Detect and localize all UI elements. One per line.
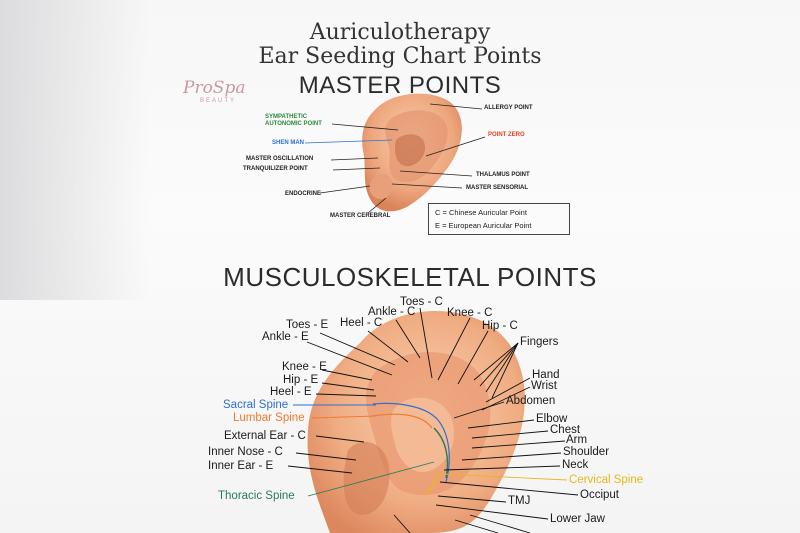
- cervical-spine-curve: [425, 471, 441, 495]
- lumbar-leader: [311, 415, 377, 419]
- label-occiput: Occiput: [580, 489, 619, 501]
- label-abdomen: Abdomen: [506, 395, 556, 407]
- label-sacral-spine: Sacral Spine: [223, 399, 289, 411]
- label-toes-e: Toes - E: [286, 319, 329, 331]
- chart-title-line2: Ear Seeding Chart Points: [258, 44, 542, 69]
- label-master-oscillation: MASTER OSCILLATION: [246, 156, 314, 162]
- musculoskeletal-heading: MUSCULOSKELETAL POINTS: [223, 262, 597, 292]
- label-hand: Hand: [532, 369, 560, 381]
- sacral-spine-curve: [372, 402, 450, 483]
- legend-box: C = Chinese Auricular Point E = European…: [428, 203, 570, 235]
- label-arm: Arm: [566, 434, 588, 446]
- shen-men-line: [304, 139, 393, 144]
- label-heel-c: Heel - C: [340, 317, 383, 329]
- label-ankle-c: Ankle - C: [368, 306, 416, 318]
- label-sympathetic-1: SYMPATHETIC: [265, 114, 308, 120]
- musculo-leader-lines: [287, 307, 579, 533]
- label-point-zero: POINT ZERO: [488, 132, 525, 138]
- legend-european: E = European Auricular Point: [435, 221, 532, 230]
- brand-logo-subtext: BEAUTY: [200, 98, 237, 104]
- label-hip-e: Hip - E: [283, 374, 319, 386]
- label-tmj: TMJ: [508, 495, 531, 507]
- label-thoracic-spine: Thoracic Spine: [218, 490, 295, 502]
- label-lumbar-spine: Lumbar Spine: [233, 412, 305, 424]
- cervical-leader: [441, 473, 568, 481]
- legend-chinese: C = Chinese Auricular Point: [435, 208, 527, 217]
- label-knee-e: Knee - E: [282, 361, 327, 373]
- chart-title-line1: Auriculotherapy: [309, 20, 491, 45]
- label-allergy-point: ALLERGY POINT: [484, 105, 533, 111]
- label-knee-c: Knee - C: [447, 307, 493, 319]
- label-master-sensorial: MASTER SENSORIAL: [466, 185, 529, 191]
- label-hip-c: Hip - C: [482, 320, 518, 332]
- thoracic-spine-curve: [433, 427, 449, 479]
- label-wrist: Wrist: [531, 380, 557, 392]
- thoracic-leader: [307, 461, 435, 497]
- label-cervical-spine: Cervical Spine: [569, 474, 644, 486]
- musculoskeletal-ear: [307, 310, 525, 533]
- label-endocrine: ENDOCRINE: [285, 191, 322, 197]
- label-fingers: Fingers: [520, 336, 559, 348]
- master-leader-lines: [319, 103, 486, 214]
- label-master-cerebral: MASTER CEREBRAL: [330, 213, 391, 219]
- label-inner-ear: Inner Ear - E: [208, 460, 274, 472]
- label-heel-e: Heel - E: [270, 386, 312, 398]
- master-ear: [362, 93, 462, 212]
- lumbar-spine-curve: [372, 413, 433, 429]
- label-lower-jaw: Lower Jaw: [550, 513, 605, 525]
- label-neck: Neck: [562, 459, 589, 471]
- label-chest: Chest: [550, 424, 581, 436]
- label-elbow: Elbow: [536, 413, 568, 425]
- paper-shadow: [0, 0, 150, 300]
- label-toes-c: Toes - C: [400, 296, 443, 308]
- label-inner-nose: Inner Nose - C: [208, 446, 283, 458]
- master-points-heading: MASTER POINTS: [298, 72, 502, 99]
- label-external-ear: External Ear - C: [224, 430, 306, 442]
- label-thalamus-point: THALAMUS POINT: [476, 172, 530, 178]
- label-shen-men: SHEN MAN: [272, 140, 305, 146]
- brand-logo: ProSpa: [183, 78, 246, 98]
- label-ankle-e: Ankle - E: [262, 331, 309, 343]
- label-shoulder: Shoulder: [563, 446, 610, 458]
- label-tranquilizer-point: TRANQUILIZER POINT: [243, 166, 308, 172]
- label-sympathetic-2: AUTONOMIC POINT: [265, 121, 322, 127]
